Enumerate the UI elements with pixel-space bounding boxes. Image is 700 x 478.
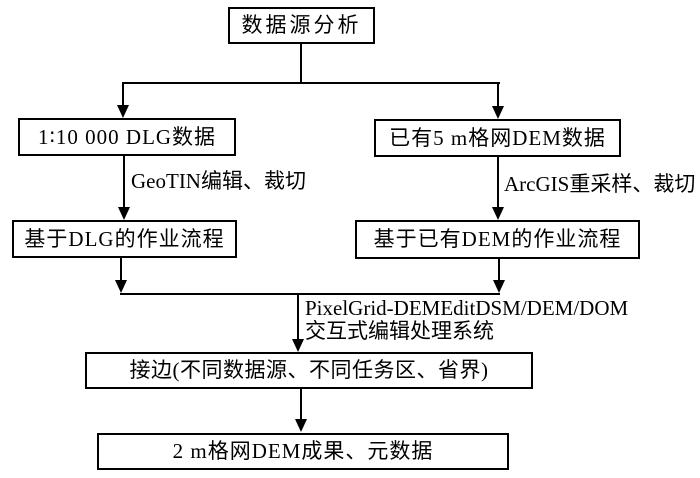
connector-source-stem (300, 44, 302, 82)
connector-arcgis (497, 157, 499, 209)
arrowhead-merge-right-icon (493, 280, 505, 293)
arrowhead-to-edge-matching-icon (292, 339, 304, 352)
connector-merge-left (120, 258, 122, 281)
connector-drop-to-dem5 (497, 82, 499, 107)
arrowhead-to-dem5-icon (492, 106, 504, 119)
node-edge-matching: 接边(不同数据源、不同任务区、省界) (85, 352, 533, 389)
node-source-analysis: 数据源分析 (228, 7, 375, 44)
arrowhead-geotin-icon (118, 207, 130, 220)
connector-geotin (123, 156, 125, 209)
node-dlg-data: 1∶10 000 DLG数据 (18, 118, 236, 156)
node-final-result: 2 m格网DEM成果、元数据 (97, 433, 509, 470)
connector-split-bus (122, 82, 500, 84)
edge-label-pixelgrid: PixelGrid-DEMEditDSM/DEM/DOM 交互式编辑处理系统 (305, 297, 628, 343)
arrowhead-merge-left-icon (115, 280, 127, 293)
arrowhead-to-final-result-icon (295, 419, 307, 432)
edge-label-geotin: GeoTIN编辑、裁切 (131, 169, 306, 193)
connector-drop-to-dlg (122, 82, 124, 106)
connector-merge-bus (120, 293, 500, 295)
connector-to-final-result (300, 389, 302, 420)
connector-to-edge-matching (297, 295, 299, 341)
edge-label-arcgis: ArcGIS重采样、裁切 (504, 172, 696, 196)
connector-merge-right (498, 259, 500, 281)
arrowhead-to-dlg-icon (117, 105, 129, 118)
edge-label-pixelgrid-line2: 交互式编辑处理系统 (305, 319, 494, 343)
node-existing-dem-data: 已有5 m格网DEM数据 (374, 119, 621, 157)
edge-label-pixelgrid-line1: PixelGrid-DEMEditDSM/DEM/DOM (305, 296, 629, 320)
arrowhead-arcgis-icon (492, 207, 504, 220)
node-dlg-workflow: 基于DLG的作业流程 (12, 220, 237, 258)
node-existing-dem-workflow: 基于已有DEM的作业流程 (355, 220, 640, 259)
